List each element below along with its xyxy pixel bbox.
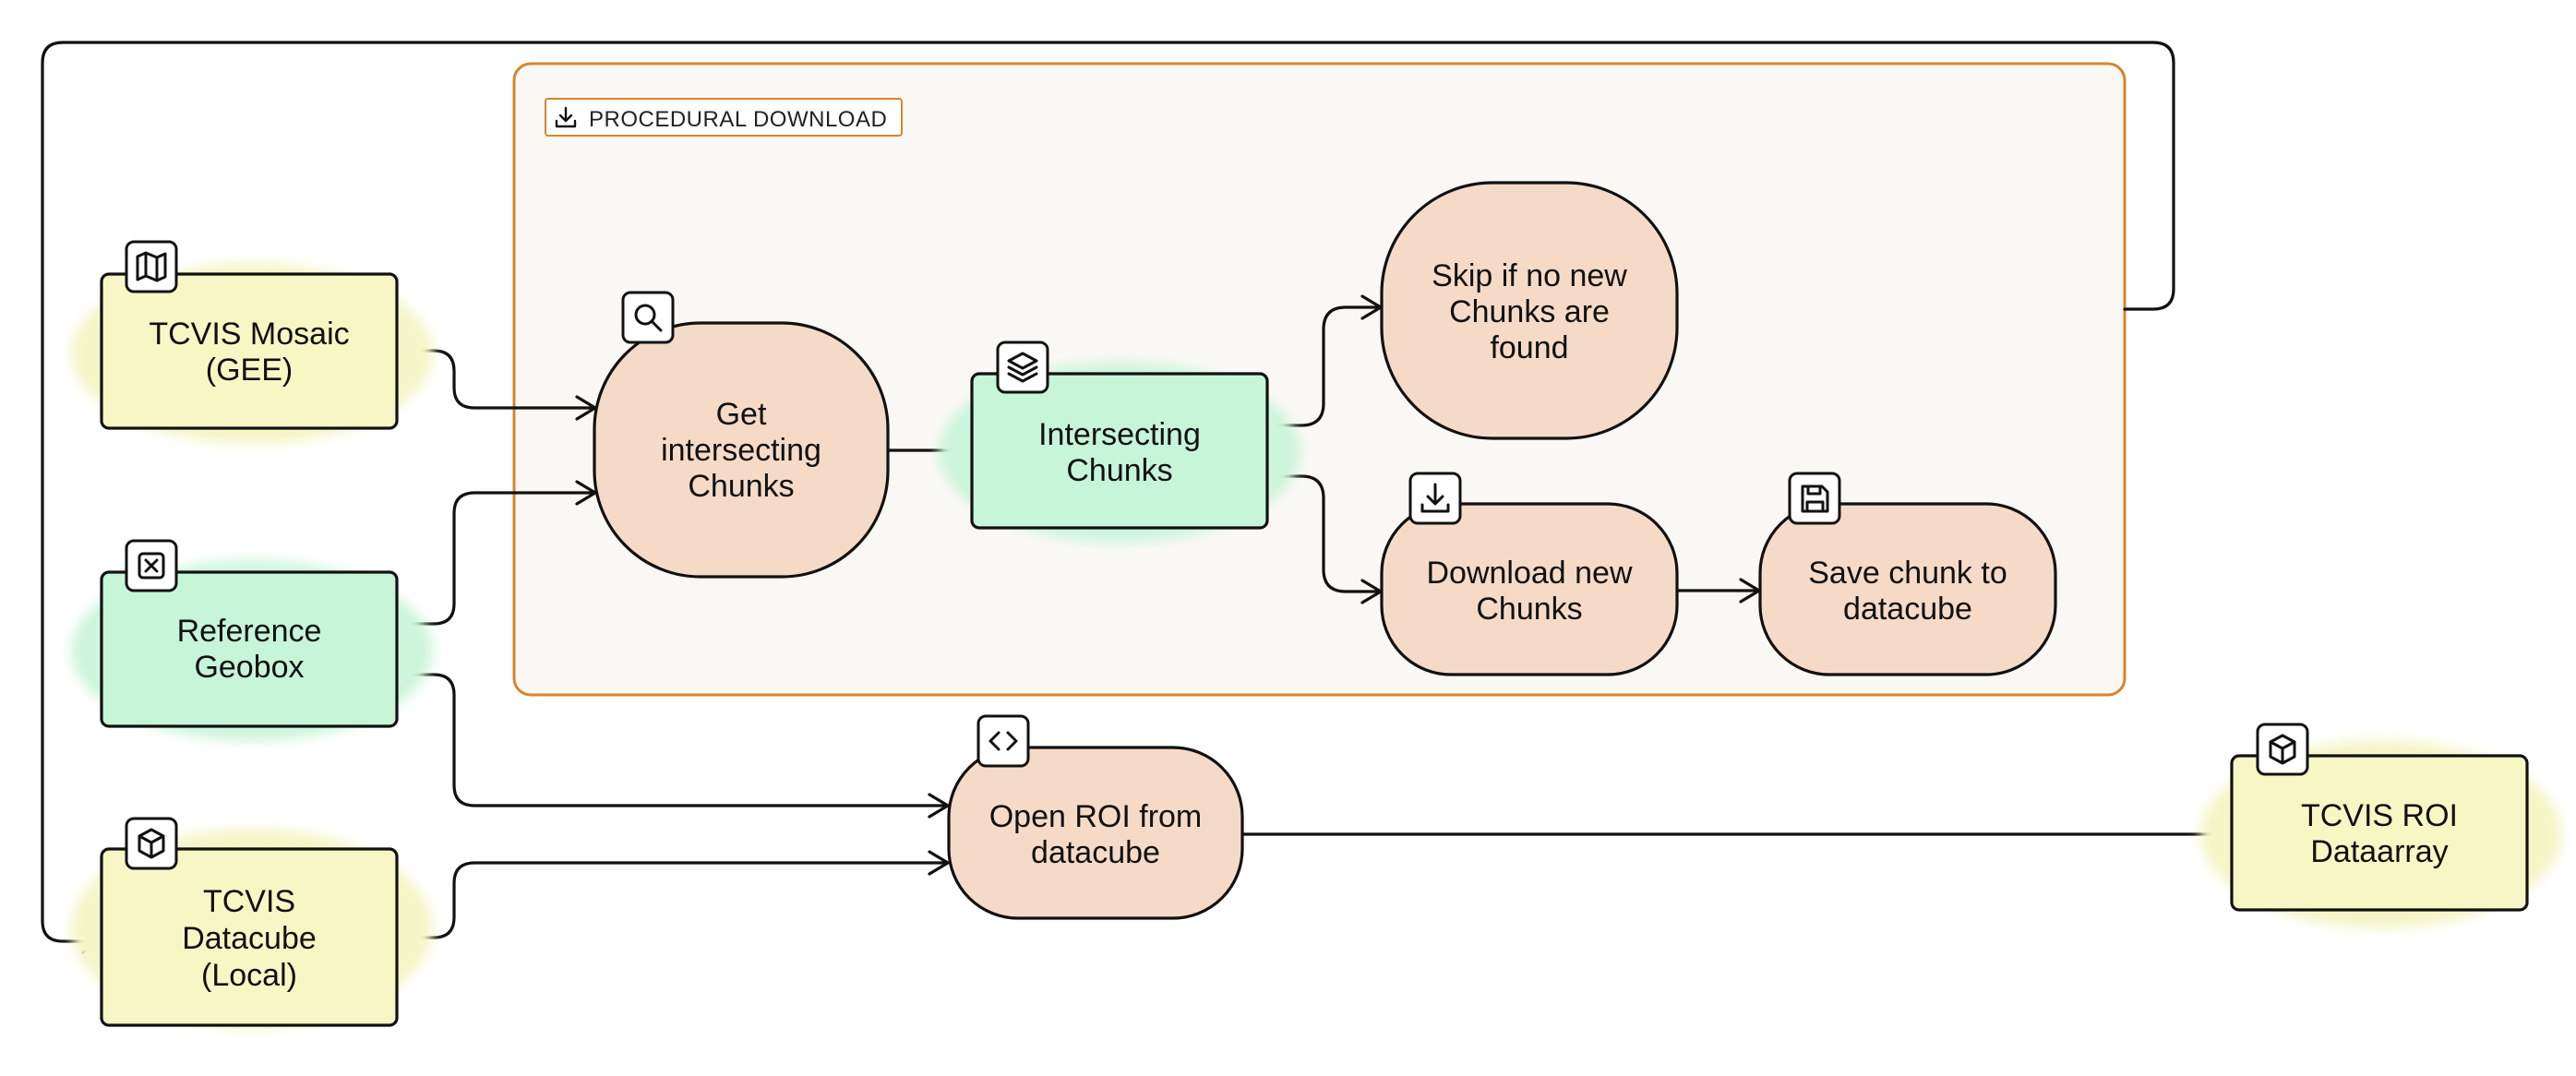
edge-intersecting-to-download (1266, 474, 1383, 593)
node-label-line2: intersecting (661, 433, 821, 468)
node-label-line2: Dataarray (2310, 834, 2448, 869)
node-box (2230, 754, 2529, 912)
node-label: Download new (1426, 556, 1632, 591)
node-label: TCVIS Mosaic (149, 317, 349, 352)
node-label: Save chunk to (1808, 556, 2007, 591)
node-label: Skip if no new (1432, 258, 1627, 293)
node-open-roi-from-datacube[interactable]: Open ROI from datacube (947, 714, 1244, 920)
node-label-line2: Geobox (194, 650, 304, 685)
node-get-intersecting-chunks[interactable]: Get intersecting Chunks (593, 291, 890, 579)
map-icon (125, 240, 178, 293)
node-label-line3: found (1490, 330, 1568, 365)
node-label-line2: datacube (1031, 835, 1160, 870)
node-label-line3: Chunks (688, 469, 794, 504)
node-label-line2: Chunks are (1449, 294, 1610, 329)
node-pill (947, 746, 1244, 920)
node-pill (1758, 502, 2057, 676)
edge-skip-to-datacube (41, 41, 2175, 943)
save-icon (1788, 472, 1841, 525)
download-icon (555, 106, 577, 128)
group-tag-frame (545, 98, 903, 137)
code-icon (976, 714, 1030, 768)
node-label-line2: (GEE) (206, 353, 293, 388)
edge-geobox-to-get (395, 491, 597, 626)
node-label: Open ROI from (989, 799, 1203, 834)
edges (41, 41, 2233, 954)
node-tcvis-mosaic[interactable]: TCVIS Mosaic (GEE) (71, 240, 433, 444)
edge-geobox-to-roi (395, 673, 950, 807)
arrowhead-roi-1 (928, 793, 950, 819)
procedural-download-group: PROCEDURAL DOWNLOAD (512, 62, 2127, 697)
node-reference-geobox[interactable]: Reference Geobox (71, 539, 433, 741)
cube-icon (2256, 723, 2309, 776)
group-label: PROCEDURAL DOWNLOAD (589, 107, 887, 132)
node-pill (593, 321, 890, 579)
edge-intersecting-to-skip (1266, 305, 1383, 427)
x-square-icon (125, 539, 178, 592)
node-label-line2: Chunks (1066, 453, 1172, 488)
node-box (100, 272, 399, 430)
node-label: TCVIS ROI (2301, 798, 2458, 833)
node-tcvis-roi-dataarray[interactable]: TCVIS ROI Dataarray (2200, 723, 2562, 928)
node-box (100, 847, 399, 1027)
download-icon (1408, 472, 1462, 525)
node-tcvis-datacube[interactable]: TCVIS Datacube (Local) (71, 817, 433, 1028)
node-label-line2: Datacube (182, 921, 317, 956)
node-label: Reference (177, 614, 322, 649)
node-download-new-chunks[interactable]: Download new Chunks (1380, 472, 1679, 676)
layers-icon (996, 341, 1049, 394)
group-frame (512, 62, 2127, 697)
node-label: Intersecting (1038, 417, 1201, 452)
node-box (100, 570, 399, 728)
node-pill (1380, 502, 1679, 676)
node-label-line3: (Local) (201, 958, 297, 993)
node-label-line2: datacube (1843, 592, 1972, 627)
node-label-line2: Chunks (1476, 592, 1582, 627)
node-box (970, 372, 1269, 530)
arrowhead-roi-2 (928, 850, 950, 876)
edge-mosaic-to-get (395, 349, 597, 410)
cube-icon (125, 817, 178, 870)
node-label: TCVIS (203, 884, 295, 919)
edge-datacube-to-roi (395, 861, 950, 939)
search-icon (621, 291, 675, 344)
node-intersecting-chunks[interactable]: Intersecting Chunks (939, 341, 1300, 543)
node-save-chunk-to-datacube[interactable]: Save chunk to datacube (1758, 472, 2057, 676)
group-tag: PROCEDURAL DOWNLOAD (545, 98, 903, 137)
node-skip-if-no-new-chunks[interactable]: Skip if no new Chunks are found (1380, 181, 1679, 440)
node-label: Get (716, 397, 767, 432)
node-pill (1380, 181, 1679, 440)
